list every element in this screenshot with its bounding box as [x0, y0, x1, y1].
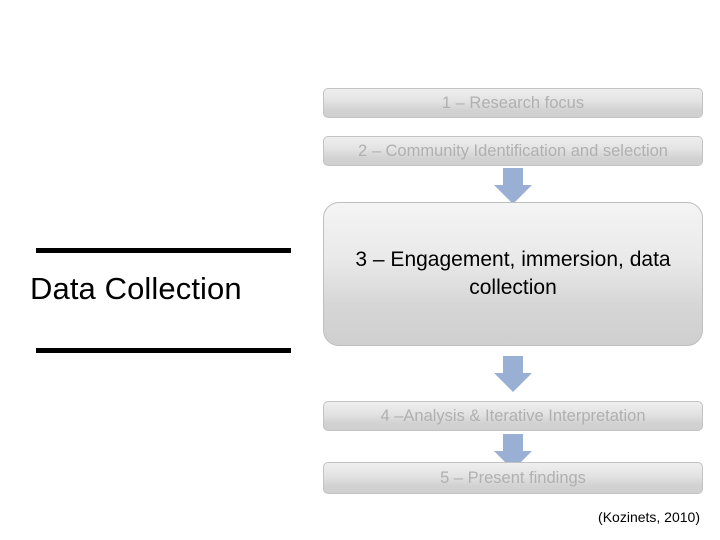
flow-step-3-label: 3 – Engagement, immersion, data collecti… — [355, 247, 671, 299]
page-title: Data Collection — [30, 271, 242, 306]
heading-rule-top — [36, 248, 291, 253]
flow-step-5-box[interactable]: 5 – Present findings — [323, 462, 703, 494]
citation-text: (Kozinets, 2010) — [598, 509, 700, 525]
flow-step-4-box[interactable]: 4 –Analysis & Iterative Interpretation — [323, 401, 703, 431]
arrow-shaft — [503, 168, 523, 186]
data-collection-heading-group: Data Collection — [30, 248, 294, 358]
flow-step-2-box[interactable]: 2 – Community Identification and selecti… — [323, 136, 703, 166]
down-arrow-icon — [494, 168, 532, 204]
arrow-shaft — [503, 356, 523, 374]
heading-rule-bottom — [36, 348, 291, 353]
flow-step-3-box[interactable]: 3 – Engagement, immersion, data collecti… — [323, 202, 703, 346]
arrow-shaft — [503, 434, 523, 452]
flow-step-1-box[interactable]: 1 – Research focus — [323, 88, 703, 118]
flow-step-2-label: 2 – Community Identification and selecti… — [357, 141, 668, 160]
arrow-head — [494, 373, 532, 392]
down-arrow-icon — [494, 356, 532, 392]
flow-step-4-label: 4 –Analysis & Iterative Interpretation — [380, 406, 646, 425]
flow-step-5-label: 5 – Present findings — [440, 468, 586, 487]
arrow-head — [494, 185, 532, 204]
flow-step-1-label: 1 – Research focus — [441, 93, 585, 112]
